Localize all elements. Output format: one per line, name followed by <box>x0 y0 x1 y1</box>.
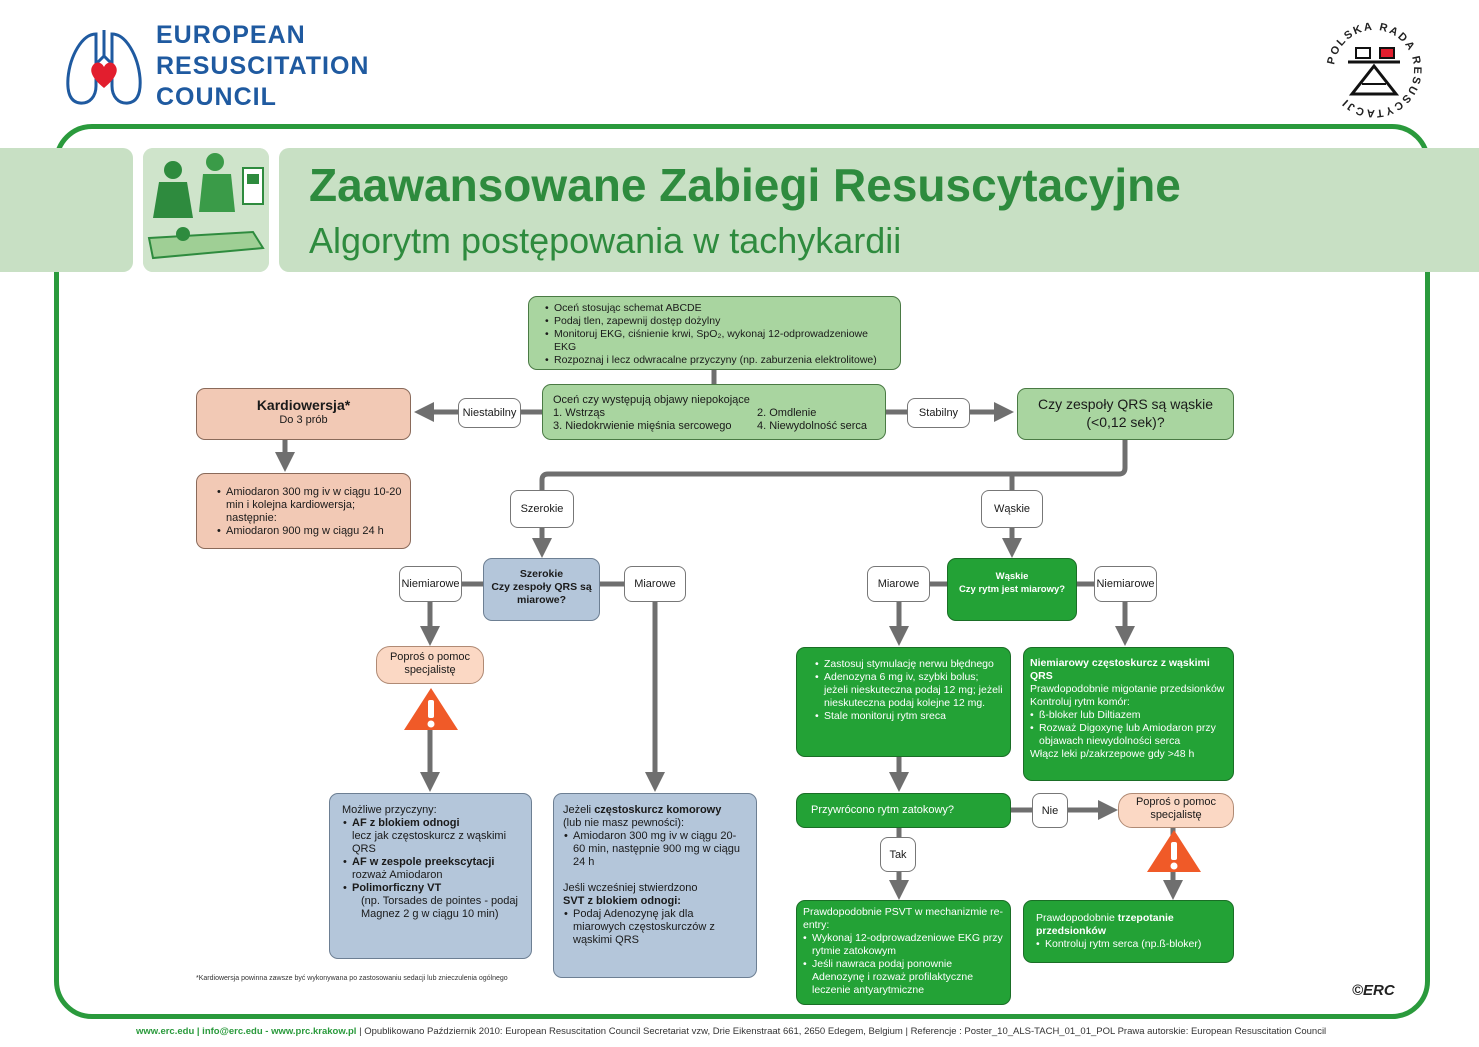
warning-triangle-icon <box>1147 830 1201 872</box>
label-yes: Tak <box>880 837 916 872</box>
broad-regular-question-box: Szerokie Czy zespoły QRS są miarowe? <box>483 558 600 621</box>
seek-help-box-broad: Poproś o pomoc specjalistę <box>376 646 484 684</box>
label-stable: Stabilny <box>907 398 970 428</box>
erc-name: EUROPEAN RESUSCITATION COUNCIL <box>156 21 370 111</box>
page-title: Zaawansowane Zabiegi Resuscytacyjne <box>309 159 1181 211</box>
rescue-team-illustration <box>143 148 269 272</box>
label-unstable: Niestabilny <box>458 398 521 428</box>
poster-frame <box>54 124 1430 1019</box>
footnote: *Kardiowersja powinna zawsze być wykonyw… <box>196 975 508 982</box>
footer-links[interactable]: www.erc.edu | info@erc.edu - www.prc.kra… <box>136 1026 357 1037</box>
arrow-broad-regular <box>600 581 665 792</box>
possible-causes-box: Możliwe przyczyny: AF z blokiem odnogile… <box>329 793 532 959</box>
ventricular-tachycardia-box: Jeżeli częstoskurcz komorowy (lub nie ma… <box>553 793 757 978</box>
narrow-regular-question-box: Wąskie Czy rytm jest miarowy? <box>947 558 1077 621</box>
rescue-team-icon <box>143 148 269 272</box>
label-no: Nie <box>1032 793 1068 828</box>
label-broad-irregular: Niemiarowe <box>399 566 462 602</box>
erc-logo-icon <box>66 30 142 105</box>
footer-text: | Opublikowano Październik 2010: Europea… <box>356 1026 1327 1037</box>
cardioversion-box: Kardiowersja* Do 3 prób <box>196 388 411 440</box>
atrial-flutter-box: Prawdopodobnie trzepotanie przedsionków … <box>1023 900 1234 963</box>
qrs-narrow-question-box: Czy zespoły QRS są wąskie (<0,12 sek)? <box>1017 388 1234 440</box>
header-band-main <box>279 148 1479 272</box>
page-subtitle: Algorytm postępowania w tachykardii <box>309 220 902 261</box>
danger-signs-box: Oceń czy występują objawy niepokojące 1.… <box>542 384 886 440</box>
psvt-box: Prawdopodobnie PSVT w mechanizmie re-ent… <box>796 900 1011 1005</box>
label-narrow: Wąskie <box>981 490 1043 528</box>
label-broad: Szerokie <box>510 490 574 528</box>
footer: www.erc.edu | info@erc.edu - www.prc.kra… <box>136 1026 1326 1037</box>
prc-seal: POLSKA RADA RESUSCYTACJI <box>1325 21 1421 119</box>
seek-help-box-narrow: Poproś o pomoc specjalistę <box>1118 793 1234 828</box>
label-narrow-regular: Miarowe <box>867 566 930 602</box>
label-narrow-irregular: Niemiarowe <box>1094 566 1157 602</box>
header-band-left <box>0 148 133 272</box>
arrow-qrs-split <box>532 439 1128 558</box>
assess-abcde-box: Oceń stosując schemat ABCDE Podaj tlen, … <box>528 296 901 370</box>
amiodarone-box: Amiodaron 300 mg iv w ciągu 10-20 min i … <box>196 473 411 549</box>
irregular-narrow-box: Niemiarowy częstoskurcz z wąskimi QRS Pr… <box>1023 647 1234 781</box>
erc-mark: ©ERC <box>1352 982 1395 999</box>
label-broad-regular: Miarowe <box>624 566 686 602</box>
warning-triangle-icon <box>404 688 458 730</box>
vagal-adenosine-box: Zastosuj stymulację nerwu błędnego Adeno… <box>796 647 1011 757</box>
sinus-restored-question-box: Przywrócono rytm zatokowy? <box>796 793 1011 828</box>
